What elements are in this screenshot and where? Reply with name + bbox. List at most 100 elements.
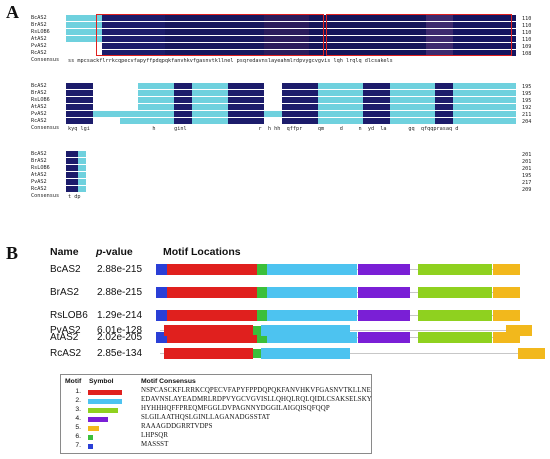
motif-3-block [418,287,492,298]
gene-pvalue: 1.29e-214 [97,310,143,321]
alignment-consensus: ss mpcsackflrrkcqpecvfapyffpdqpqkfanvhkv… [68,58,393,64]
motif-6-block [253,326,261,335]
alignment-consensus: kyq lgi h ginl r h hh qffpr qm d n yd la… [68,126,459,132]
alignment-sequence-row [66,29,516,36]
alignment-sequence-row [66,36,516,43]
name-column-header: Name [50,246,79,258]
motif-2-block [267,332,357,343]
alignment-seq-end: 109 [522,44,532,50]
gene-name: RcAS2 [50,348,82,359]
motif-2-block [267,287,357,298]
alignment-seq-name: AtAS2 [31,172,47,178]
alignment-sequence-row [66,118,516,125]
alignment-seq-end: 195 [522,173,532,179]
motif-1-block [164,325,253,336]
alignment-sequence-row [66,179,86,186]
motif-7-block [156,332,167,343]
alignment-seq-name: AtAS2 [31,104,47,110]
alignment-seq-name: AtAS2 [31,36,47,42]
alignment-seq-end: 209 [522,187,532,193]
motif-legend: Motif Symbol Motif Consensus 1. NSPCASCK… [60,374,372,454]
legend-motif-4-swatch [88,417,108,422]
legend-consensus-header: Motif Consensus [141,378,196,385]
legend-motif-5-swatch [88,426,99,431]
legend-motif-consensus: RAAAGDDGRRTVDPS [141,423,213,430]
motif-2-highlight-box [326,14,512,56]
legend-motif-1-swatch [88,390,122,395]
gene-pvalue: 6.01e-128 [97,325,143,336]
motif-5-block [493,264,520,275]
legend-motif-number: 3. [75,406,81,413]
motif-6-block [257,287,267,298]
motif-3-block [418,310,492,321]
alignment-sequence-row [66,158,86,165]
alignment-sequence-row [66,90,516,97]
motif-1-block [167,287,257,298]
legend-motif-number: 5. [75,424,81,431]
alignment-seq-name: BcAS2 [31,15,47,21]
legend-motif-consensus: SLGILAATHQSLGINLLAGANADGSSTAT [141,414,271,421]
motif-2-block [267,310,357,321]
legend-motif-consensus: EDAVNSLAYEADMRLRDPVYGCVGVISLLQHQLRQLQIDL… [141,396,372,403]
alignment-sequence-row [66,111,516,118]
alignment-seq-end: 211 [522,112,532,118]
pvalue-column-header: p-value [96,246,133,258]
gene-name: BrAS2 [50,287,79,298]
motif-3-block [418,264,492,275]
motif-4-block [358,287,410,298]
alignment-seq-end: 201 [522,152,532,158]
legend-motif-2-swatch [88,399,122,404]
legend-motif-consensus: MASSST [141,441,169,448]
motif-2-block [261,348,350,359]
legend-motif-consensus: LHPSQR [141,432,169,439]
alignment-seq-name: PvAS2 [31,111,47,117]
motif-6-block [257,310,267,321]
alignment-seq-end: 110 [522,30,532,36]
alignment-seq-name: RcAS2 [31,50,47,56]
alignment-consensus-label: Consensus [31,57,60,63]
alignment-seq-name: RsLOB6 [31,97,50,103]
alignment-seq-end: 195 [522,91,532,97]
gene-pvalue: 2.88e-215 [97,287,143,298]
alignment-seq-name: RcAS2 [31,186,47,192]
alignment-seq-name: PvAS2 [31,179,47,185]
alignment-sequence-row [66,186,86,193]
alignment-seq-end: 110 [522,37,532,43]
alignment-seq-end: 110 [522,16,532,22]
gene-pvalue: 2.88e-215 [97,264,143,275]
alignment-seq-end: 110 [522,23,532,29]
gene-name: AtAS2 [50,332,79,343]
alignment-seq-name: RsLOB6 [31,29,50,35]
motif-5-block [506,325,532,336]
legend-motif-7-swatch [88,444,93,449]
alignment-seq-end: 204 [522,119,532,125]
motif-3-block [418,332,492,343]
alignment-sequence-row [66,83,516,90]
alignment-sequence-row [66,50,516,57]
motif-6-block [257,264,267,275]
gene-name: RsLOB6 [50,310,88,321]
alignment-seq-name: BrAS2 [31,22,47,28]
alignment-seq-name: PvAS2 [31,43,47,49]
legend-motif-number: 6. [75,433,81,440]
motif-2-block [267,264,357,275]
alignment-sequence-row [66,104,516,111]
legend-motif-6-swatch [88,435,93,440]
legend-motif-header: Motif [65,378,82,385]
legend-motif-number: 7. [75,442,81,449]
legend-motif-consensus: NSPCASCKFLRRKCQPECVFAPYFPPDQPQKFANVHKVFG… [141,387,371,394]
motif-1-block [167,332,257,343]
motif-1-highlight-box [96,14,324,56]
alignment-seq-end: 192 [522,105,532,111]
gene-pvalue: 2.85e-134 [97,348,143,359]
alignment-sequence-row [66,22,516,29]
pvalue-italic-p: p [96,246,103,258]
legend-motif-consensus: HYHHHQFFPREQMFGGLDVPAGNNYDGGILAIGQISQFQQ… [141,405,330,412]
motif-5-block [493,287,520,298]
legend-motif-number: 1. [75,388,81,395]
legend-motif-number: 2. [75,397,81,404]
alignment-sequence-row [66,43,516,50]
gene-pvalue: 2.02e-205 [97,332,143,343]
alignment-seq-end: 195 [522,84,532,90]
alignment-seq-name: RsLOB6 [31,165,50,171]
